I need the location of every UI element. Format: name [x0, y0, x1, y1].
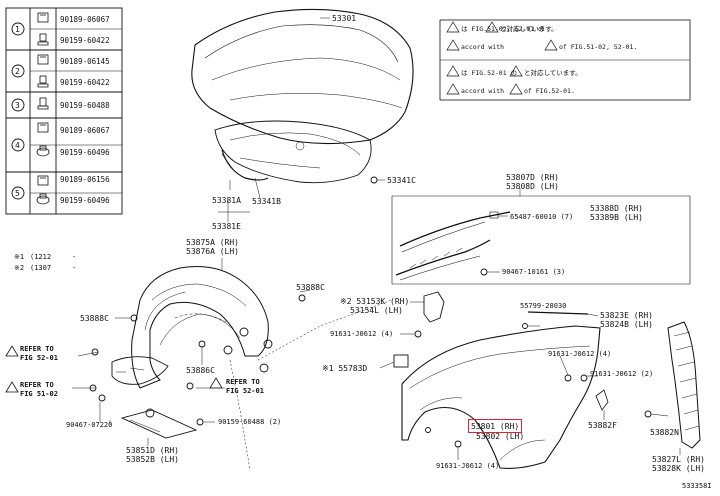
legend-circle-4: 4: [15, 141, 20, 150]
part-label-mould-rh[interactable]: 53807D (RH): [506, 173, 559, 182]
part-label-bracket-rh[interactable]: ※2 53153K (RH): [340, 297, 410, 306]
note-line-2: accord with: [461, 43, 505, 51]
part-label-bolt-91631-a[interactable]: 91631-J0612 (4): [330, 330, 394, 338]
legend-part: 90159-60496: [60, 148, 110, 157]
note-line-4: accord with: [461, 87, 505, 95]
note-line-2b: of FIG.51-02, 52-01.: [559, 43, 638, 51]
part-label-seal-82n[interactable]: 53882N: [650, 428, 679, 437]
part-label-mould-88d[interactable]: 53388D (RH): [590, 204, 643, 213]
legend-circle-3: 3: [15, 101, 20, 110]
part-label-bolt-07220[interactable]: 90467-07220: [66, 421, 113, 429]
part-label-seal-b[interactable]: 53341B: [252, 197, 281, 206]
part-label-fender-lh[interactable]: 53802 (LH): [476, 432, 525, 441]
note-line-3b: と対応しています。: [524, 69, 582, 77]
part-label-hood[interactable]: 53301: [332, 14, 357, 23]
part-label-clip-88c-left[interactable]: 53888C: [80, 314, 109, 323]
note-line-3: は FIG.52-01 の: [461, 69, 518, 77]
legend-part: 90189-06067: [60, 126, 110, 135]
part-label-shield-lh[interactable]: 53852B (LH): [126, 455, 179, 464]
part-label-mould-lh[interactable]: 53808D (LH): [506, 182, 559, 191]
part-label-seal-27[interactable]: 53827L (RH): [652, 455, 705, 464]
note-line-1: は FIG.51-02, 52-01 の: [461, 25, 545, 33]
part-label-bracket-lh[interactable]: 53154L (LH): [350, 306, 403, 315]
refer-1b[interactable]: FIG 52-01: [20, 354, 58, 362]
part-label-seal-a[interactable]: 53381A: [212, 196, 241, 205]
part-label-pad-55783[interactable]: ※1 55783D: [322, 364, 368, 373]
part-label-liner-lh[interactable]: 53876A (LH): [186, 247, 239, 256]
part-label-seal-28[interactable]: 53828K (LH): [652, 464, 705, 473]
part-label-fender-rh[interactable]: 53801 (RH): [471, 422, 520, 431]
footnote-2-dash: -: [72, 264, 77, 272]
legend-part: 90159-60496: [60, 196, 110, 205]
footnote-1-mark: ※1: [14, 253, 25, 261]
legend-circle-1: 1: [15, 25, 20, 34]
refer-3b[interactable]: FIG 52-01: [226, 387, 264, 395]
footnote-2-code: (1307: [30, 264, 52, 272]
footnote-1-dash: -: [72, 253, 77, 261]
part-label-liner-rh[interactable]: 53875A (RH): [186, 238, 239, 247]
refer-3[interactable]: REFER TO: [226, 378, 260, 386]
legend-part: 90189-06145: [60, 57, 110, 66]
legend-circle-5: 5: [15, 189, 20, 198]
part-label-seal-23[interactable]: 53823E (RH): [600, 311, 653, 320]
legend-part: 90189-06067: [60, 15, 110, 24]
part-label-clip-c[interactable]: 53341C: [387, 176, 416, 185]
part-label-pad-53882f[interactable]: 53882F: [588, 421, 617, 430]
legend-frame: [5, 7, 123, 215]
part-label-clip-90467[interactable]: 90467-10161 (3): [502, 268, 566, 276]
refer-2b[interactable]: FIG 51-02: [20, 390, 58, 398]
legend-part: 90159-60422: [60, 36, 110, 45]
part-label-bolt-91631-d[interactable]: 91631-J0612 (4): [436, 462, 500, 470]
part-label-mould-89b[interactable]: 53389B (LH): [590, 213, 643, 222]
footnote-1-code: (1212: [30, 253, 52, 261]
figure-number: 533358I: [682, 482, 712, 490]
note-line-1b: と対応しています。: [500, 25, 558, 33]
refer-1[interactable]: REFER TO: [20, 345, 54, 353]
part-label-shield-rh[interactable]: 53851D (RH): [126, 446, 179, 455]
part-label-seal-e[interactable]: 53381E: [212, 222, 241, 231]
part-label-clip-88c-bottom[interactable]: 53886C: [186, 366, 215, 375]
part-label-bolt-60488[interactable]: 90159-60488 (2): [218, 418, 282, 426]
legend-circle-2: 2: [15, 67, 20, 76]
part-label-seal-24[interactable]: 53824B (LH): [600, 320, 653, 329]
part-label-clip-65487[interactable]: 65487-60010 (7): [510, 213, 574, 221]
legend-part: 90159-60422: [60, 78, 110, 87]
part-label-bolt-91631-b[interactable]: 91631-J0612 (4): [548, 350, 612, 358]
part-label-clip-55799[interactable]: 55799-28030: [520, 302, 567, 310]
legend-part: 90189-06156: [60, 175, 110, 184]
note-line-4b: of FIG.52-01.: [524, 87, 575, 95]
refer-2[interactable]: REFER TO: [20, 381, 54, 389]
part-label-clip-88c-top[interactable]: 53888C: [296, 283, 325, 292]
part-label-bolt-91631-c[interactable]: 91631-J0612 (2): [590, 370, 654, 378]
footnote-2-mark: ※2: [14, 264, 25, 272]
legend-part: 90159-60488: [60, 101, 110, 110]
highlight-box-fender: [468, 419, 522, 433]
